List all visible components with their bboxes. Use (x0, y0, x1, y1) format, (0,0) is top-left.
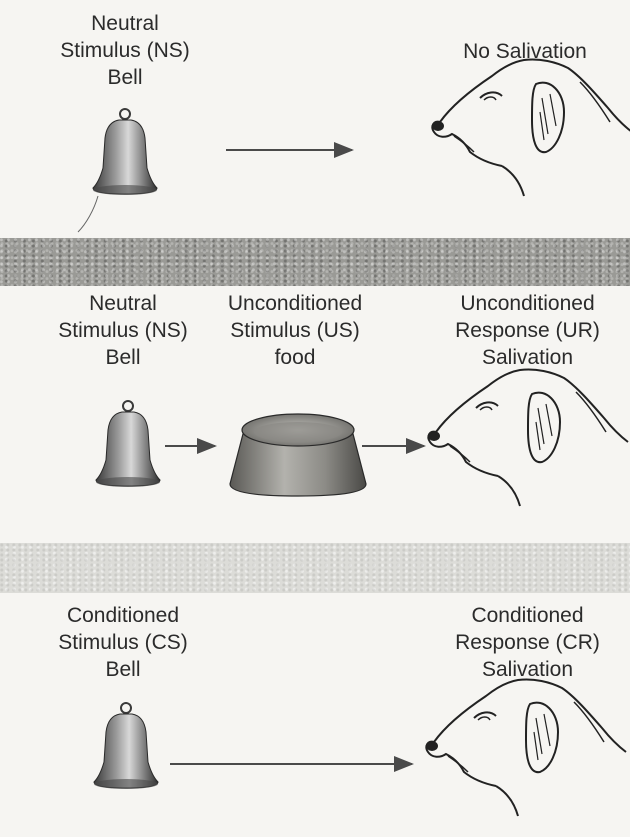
dog-icon (432, 59, 630, 196)
dog-icon (428, 369, 628, 506)
bell-icon (94, 703, 158, 789)
food-bowl-icon (230, 414, 366, 496)
bell-icon (93, 109, 157, 195)
dog-icon (426, 679, 626, 816)
bell-string (78, 196, 98, 232)
bell-icon (96, 401, 160, 487)
